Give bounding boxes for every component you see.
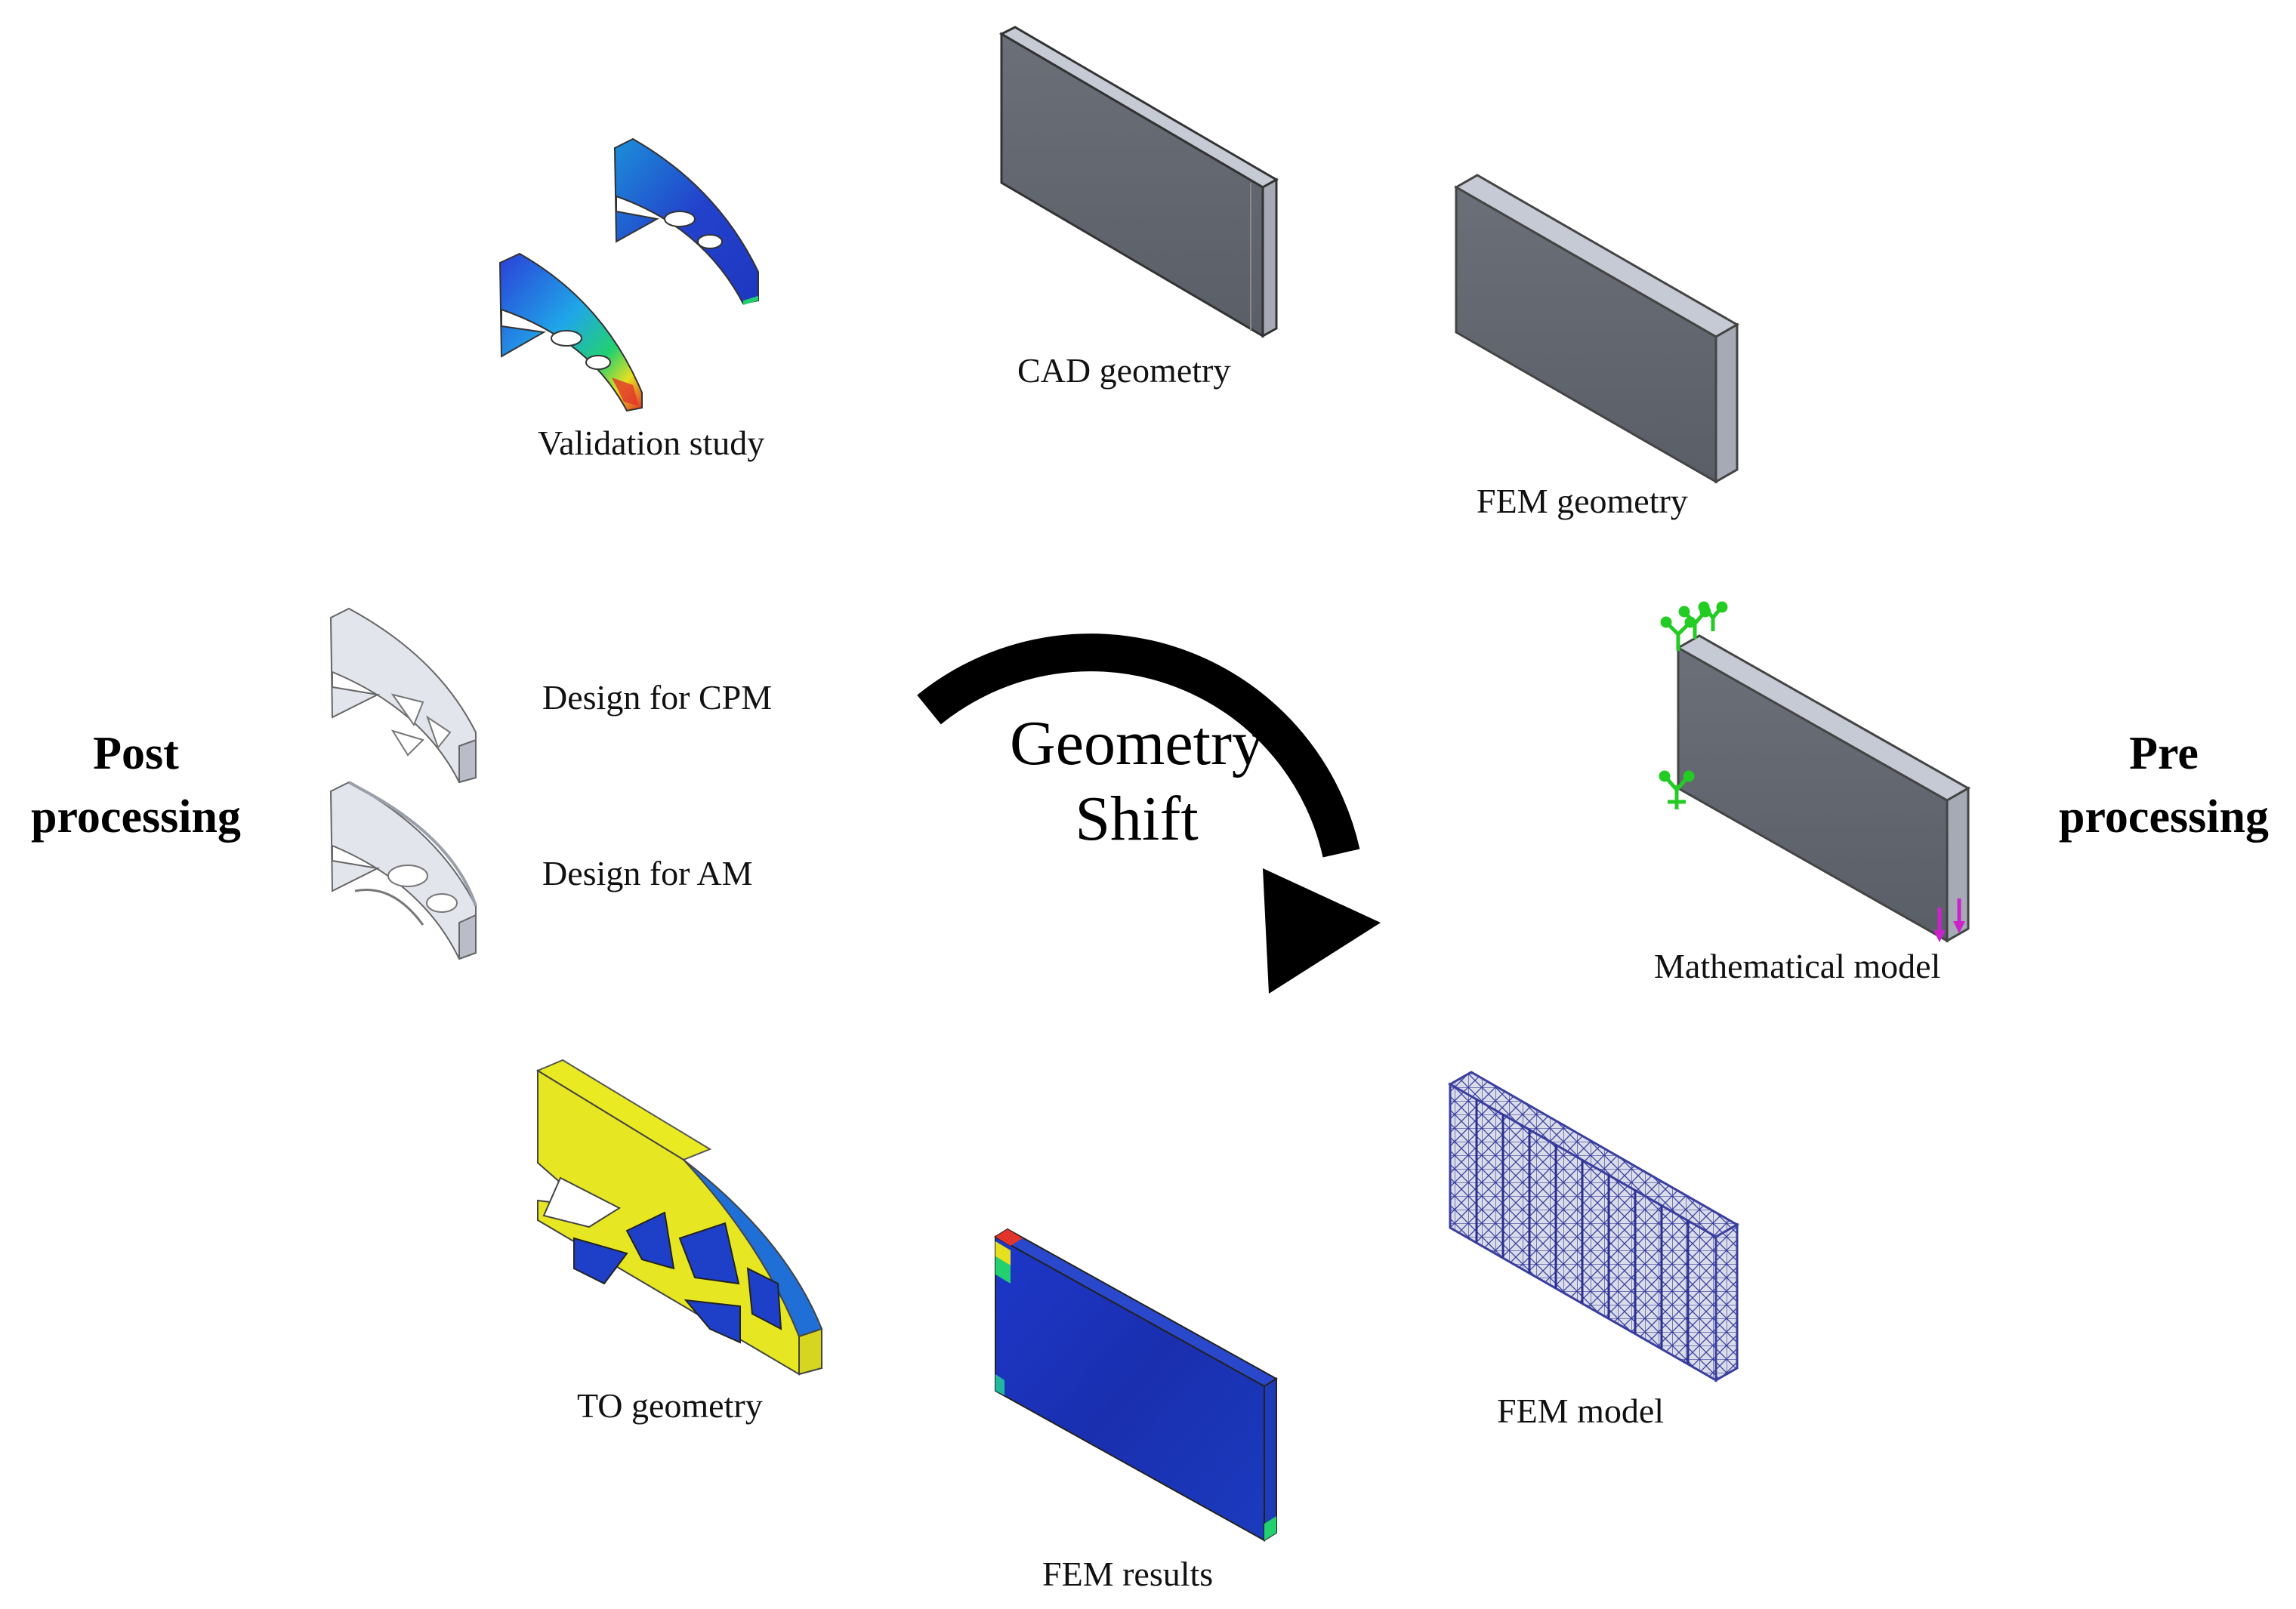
design-cpm-label: Design for CPM xyxy=(542,678,773,717)
design-am-label: Design for AM xyxy=(542,854,753,892)
fem-model-box xyxy=(1447,1071,1740,1382)
to-geometry-part xyxy=(535,1059,822,1376)
to-geometry-label: TO geometry xyxy=(577,1386,763,1425)
fem-model-label: FEM model xyxy=(1497,1392,1665,1430)
mathematical-model-label: Mathematical model xyxy=(1654,947,1941,985)
validation-study-part-back xyxy=(613,137,759,305)
design-am-part xyxy=(329,781,477,960)
mathematical-model-box xyxy=(1675,634,1971,943)
cycle-arrow xyxy=(917,633,1381,994)
center-title: Geometry Shift xyxy=(1010,708,1264,854)
cad-geometry-box xyxy=(998,26,1279,338)
fem-results-label: FEM results xyxy=(1042,1555,1214,1593)
load-arrow-icon xyxy=(1933,899,1965,942)
pre-processing-label: Pre processing xyxy=(2059,728,2269,843)
design-cpm-part xyxy=(329,607,477,784)
validation-study-part-front xyxy=(498,252,643,412)
fem-geometry-label: FEM geometry xyxy=(1477,482,1688,520)
validation-study-label: Validation study xyxy=(538,424,765,462)
fem-results-box xyxy=(994,1228,1278,1542)
fem-geometry-box xyxy=(1453,174,1740,484)
post-processing-label: Post processing xyxy=(31,728,241,843)
cad-geometry-label: CAD geometry xyxy=(1017,351,1231,390)
fixture-icon xyxy=(1659,770,1695,809)
fixture-icon xyxy=(1660,601,1728,651)
